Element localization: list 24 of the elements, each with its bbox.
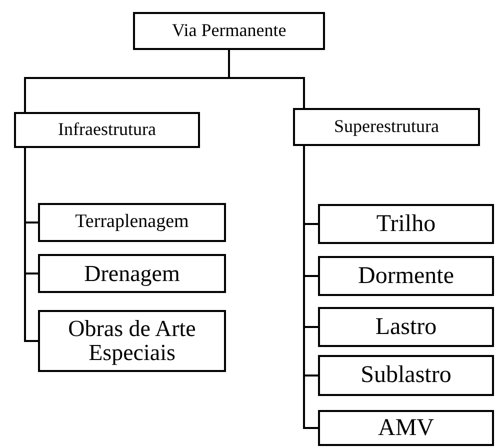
category-box bbox=[38, 254, 226, 293]
box-label: AMV bbox=[378, 414, 434, 442]
box-label: Terraplenagem bbox=[75, 212, 189, 233]
category-box bbox=[318, 256, 494, 296]
connector-line bbox=[24, 148, 38, 342]
connector-line bbox=[303, 146, 318, 429]
box-label: Sublastro bbox=[360, 362, 452, 389]
category-box bbox=[318, 410, 494, 446]
category-box bbox=[318, 307, 494, 347]
box-label: Obras de Arte Especiais bbox=[67, 316, 197, 366]
category-box bbox=[133, 12, 325, 50]
category-box bbox=[38, 203, 226, 242]
box-label: Trilho bbox=[376, 210, 436, 238]
box-label: Via Permanente bbox=[172, 21, 286, 41]
box-label: Superestrutura bbox=[334, 117, 439, 137]
category-box bbox=[318, 204, 494, 244]
box-label: Lastro bbox=[375, 314, 437, 340]
category-box bbox=[38, 310, 226, 372]
box-label: Drenagem bbox=[84, 260, 180, 286]
box-label: Infraestrutura bbox=[58, 120, 156, 140]
category-box bbox=[293, 108, 480, 146]
box-label: Dormente bbox=[358, 262, 454, 290]
category-box bbox=[14, 112, 200, 148]
category-box bbox=[318, 355, 494, 396]
